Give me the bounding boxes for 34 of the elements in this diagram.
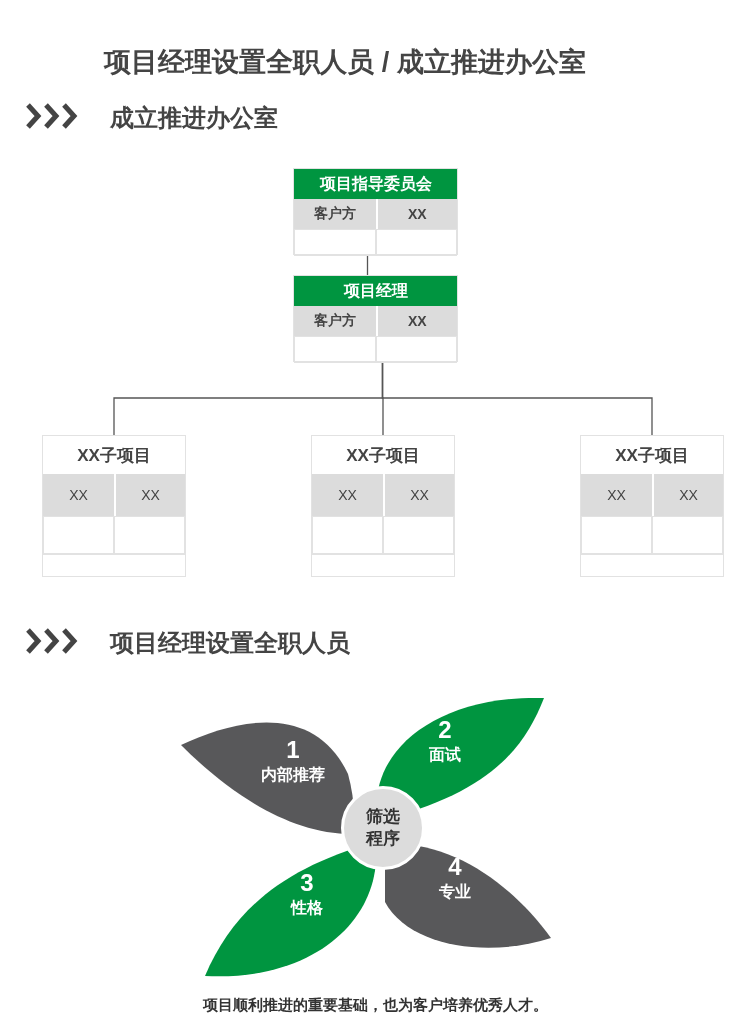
connector-line (366, 254, 369, 276)
table-header: XX子项目 (76, 444, 152, 467)
org-table (580, 435, 724, 577)
section-heading: 项目经理设置全职人员 (110, 628, 350, 658)
step-label: 性格 (291, 898, 323, 918)
table-cell: XX (114, 474, 185, 516)
step-number: 1 (286, 736, 300, 764)
table-header: XX子项目 (614, 444, 690, 467)
table-cell: 客户方 (294, 199, 376, 229)
step-label: 专业 (439, 882, 471, 902)
org-table (293, 275, 458, 362)
title: 项目经理设置全职人员 / 成立推进办公室 (102, 46, 587, 79)
table-cell: XX (312, 474, 383, 516)
table-cell: XX (383, 474, 454, 516)
org-table (311, 435, 455, 577)
table-cell: XX (581, 474, 652, 516)
org-table (42, 435, 186, 577)
table-header: 项目经理 (294, 276, 457, 306)
table-header: XX子项目 (345, 444, 421, 467)
step-number: 4 (448, 853, 462, 881)
table-cell: XX (652, 474, 723, 516)
table-cell: XX (375, 306, 457, 336)
caption: 项目顺利推进的重要基础，也为客户培养优秀人才。 (201, 996, 549, 1015)
step-number: 2 (438, 716, 452, 744)
table-cell: 客户方 (294, 306, 376, 336)
step-number: 3 (300, 869, 314, 897)
table-cell: XX (375, 199, 457, 229)
connector-line (381, 361, 653, 436)
section-heading: 成立推进办公室 (110, 103, 278, 133)
table-cell: XX (43, 474, 114, 516)
step-label: 内部推荐 (261, 765, 325, 785)
step-label: 面试 (429, 745, 461, 765)
org-table (293, 168, 458, 255)
table-header: 项目指导委员会 (294, 169, 457, 199)
